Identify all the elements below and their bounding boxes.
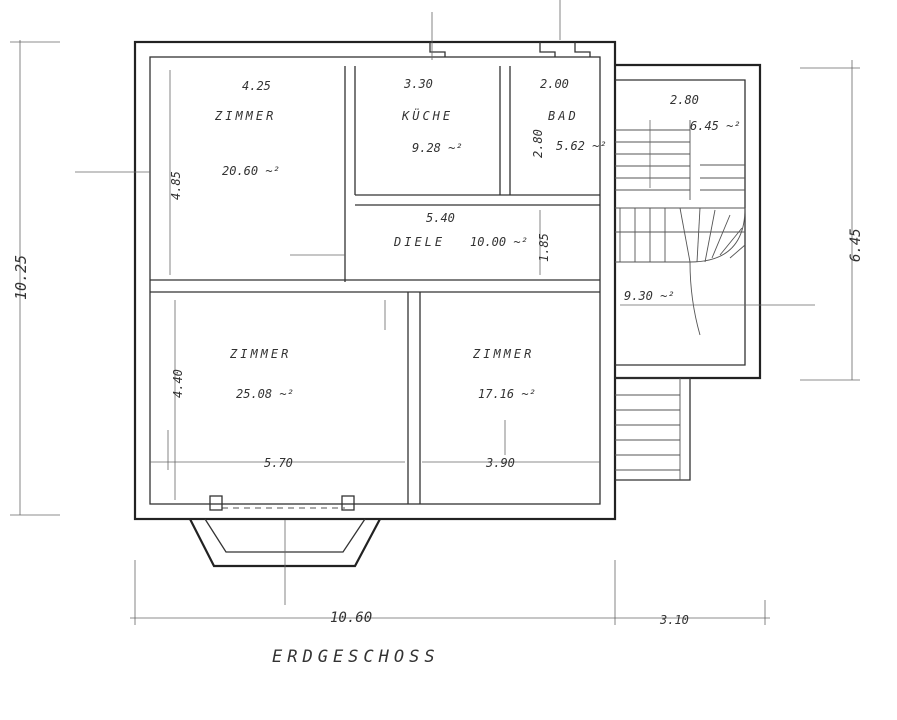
stair-upper-area: 6.45 ~² — [690, 119, 741, 133]
interior-walls — [150, 42, 600, 504]
zimmer-sw-width: 5.70 — [264, 456, 293, 470]
bad-name: BAD — [548, 109, 579, 123]
stair-upper-width: 2.80 — [670, 93, 699, 107]
zimmer-sw-depth: 4.40 — [171, 369, 185, 398]
diele-area: 10.00 ~² — [470, 235, 528, 249]
outer-walls — [133, 40, 617, 568]
zimmer-sw-name: ZIMMER — [229, 347, 291, 361]
overall-width: 10.60 — [330, 610, 372, 626]
zimmer-se-name: ZIMMER — [472, 347, 534, 361]
zimmer-se-area: 17.16 ~² — [478, 387, 536, 401]
annex-width: 3.10 — [659, 613, 689, 627]
zimmer-nw-depth: 4.85 — [169, 171, 183, 200]
stair-area: 9.30 ~² — [624, 289, 675, 303]
diele-name: DIELE — [393, 235, 445, 249]
diele-width: 5.40 — [426, 211, 455, 225]
bad-depth: 2.80 — [531, 129, 545, 158]
diele-depth: 1.85 — [537, 233, 551, 262]
kueche-width: 3.30 — [403, 77, 433, 91]
annex-height: 6.45 — [848, 228, 864, 262]
zimmer-nw-area: 20.60 ~² — [222, 164, 280, 178]
zimmer-nw-width: 4.25 — [242, 79, 271, 93]
zimmer-se-width: 3.90 — [485, 456, 515, 470]
kueche-area: 9.28 ~² — [412, 141, 463, 155]
bad-width: 2.00 — [540, 77, 569, 91]
overall-height: 10.25 — [12, 255, 30, 300]
floor-title: ERDGESCHOSS — [272, 647, 440, 667]
bad-area: 5.62 ~² — [556, 139, 607, 153]
zimmer-nw-name: ZIMMER — [214, 109, 276, 123]
zimmer-sw-area: 25.08 ~² — [236, 387, 294, 401]
dimension-lines — [10, 0, 860, 625]
kueche-name: KÜCHE — [401, 107, 453, 123]
stair-annex — [615, 63, 762, 481]
